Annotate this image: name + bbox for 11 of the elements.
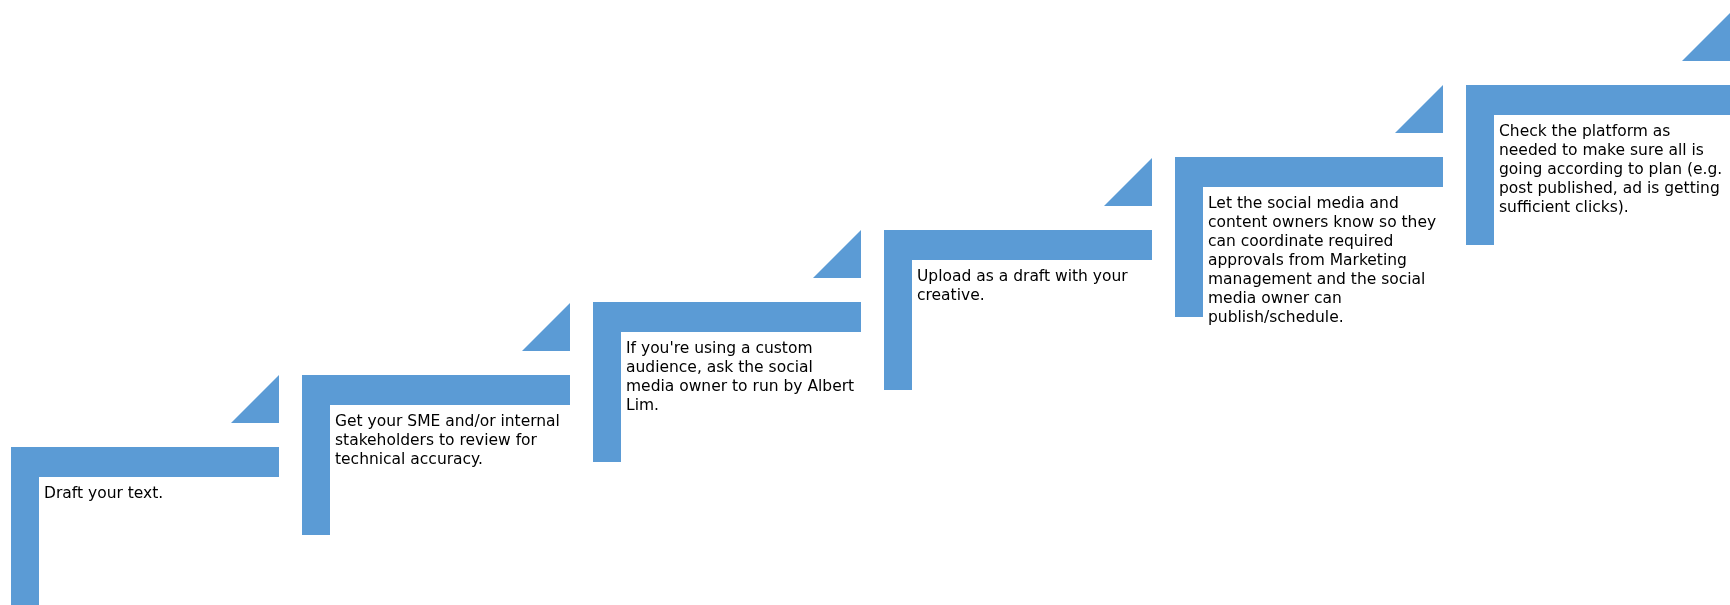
step-text: Get your SME and/or internal stakeholders to review for technical accuracy. [335,411,561,469]
step-bracket [11,447,279,605]
step-text: Upload as a draft with your creative. [917,266,1129,305]
step-text: Check the platform as needed to make sure all is going according to plan (e.g. post published, ad is getting sufficient clicks). [1499,121,1724,217]
step-bracket [884,229,1152,390]
step-text: Let the social media and content owners know so they can coordinate required approvals from Marketing management and the social media owner can publish/schedule. [1208,194,1438,327]
step-bracket [593,302,861,462]
step-bracket [1466,84,1730,245]
step-bracket [302,374,570,535]
step-text: Draft your text. [44,484,165,503]
step-text: If you're using a custom audience, ask the social media owner to run by Albert Lim. [626,339,856,415]
